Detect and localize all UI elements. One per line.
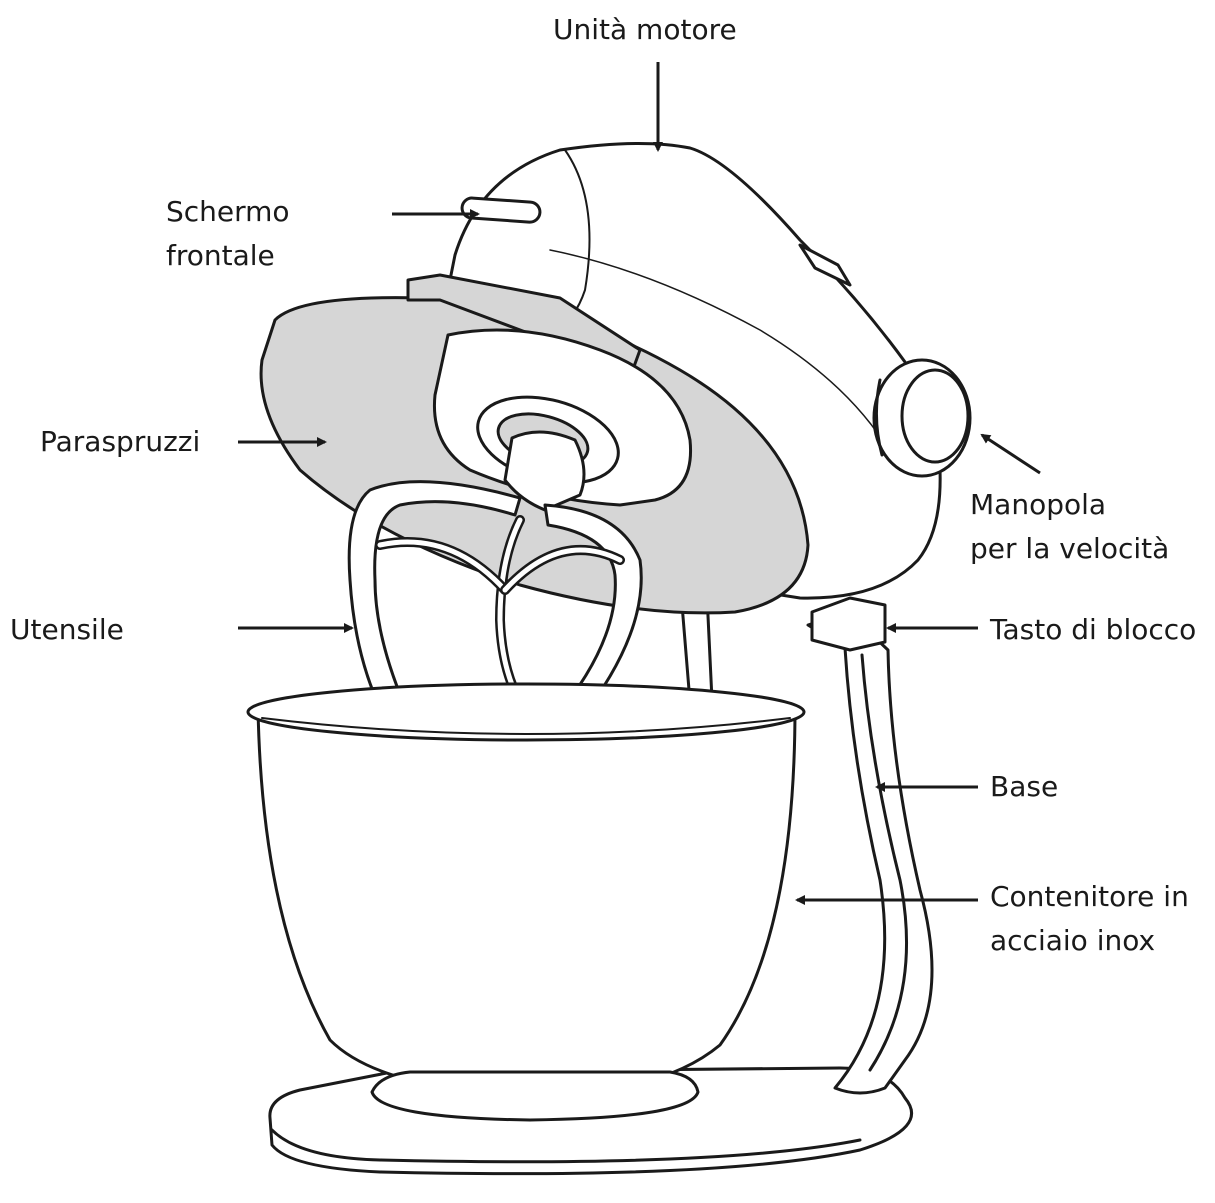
label-motor-unit-text: Unità motore bbox=[553, 8, 737, 52]
label-utensil-text: Utensile bbox=[10, 608, 124, 652]
label-lock-button-text: Tasto di blocco bbox=[990, 608, 1196, 652]
label-bowl: Contenitore in acciaio inox bbox=[990, 875, 1189, 963]
label-bowl-line1: Contenitore in bbox=[990, 875, 1189, 919]
arrow-speed-knob bbox=[982, 435, 1040, 473]
front-screen-slot bbox=[461, 197, 540, 222]
label-speed-knob-line2: per la velocità bbox=[970, 527, 1169, 571]
label-motor-unit: Unità motore bbox=[553, 8, 737, 52]
label-front-screen-line2: frontale bbox=[166, 234, 290, 278]
label-front-screen: Schermo frontale bbox=[166, 190, 290, 278]
bowl-body bbox=[258, 708, 795, 1095]
base-column bbox=[808, 612, 932, 1093]
label-speed-knob-line1: Manopola bbox=[970, 483, 1169, 527]
label-splash-guard-text: Paraspruzzi bbox=[40, 420, 200, 464]
label-utensil: Utensile bbox=[10, 608, 124, 652]
label-base: Base bbox=[990, 765, 1058, 809]
label-front-screen-line1: Schermo bbox=[166, 190, 290, 234]
label-bowl-line2: acciaio inox bbox=[990, 919, 1189, 963]
speed-knob-inner bbox=[902, 370, 968, 462]
label-splash-guard: Paraspruzzi bbox=[40, 420, 200, 464]
lock-button-body bbox=[812, 598, 885, 650]
bowl-foot bbox=[372, 1072, 698, 1120]
label-base-text: Base bbox=[990, 765, 1058, 809]
label-speed-knob: Manopola per la velocità bbox=[970, 483, 1169, 571]
bowl-rim bbox=[248, 684, 804, 740]
label-lock-button: Tasto di blocco bbox=[990, 608, 1196, 652]
